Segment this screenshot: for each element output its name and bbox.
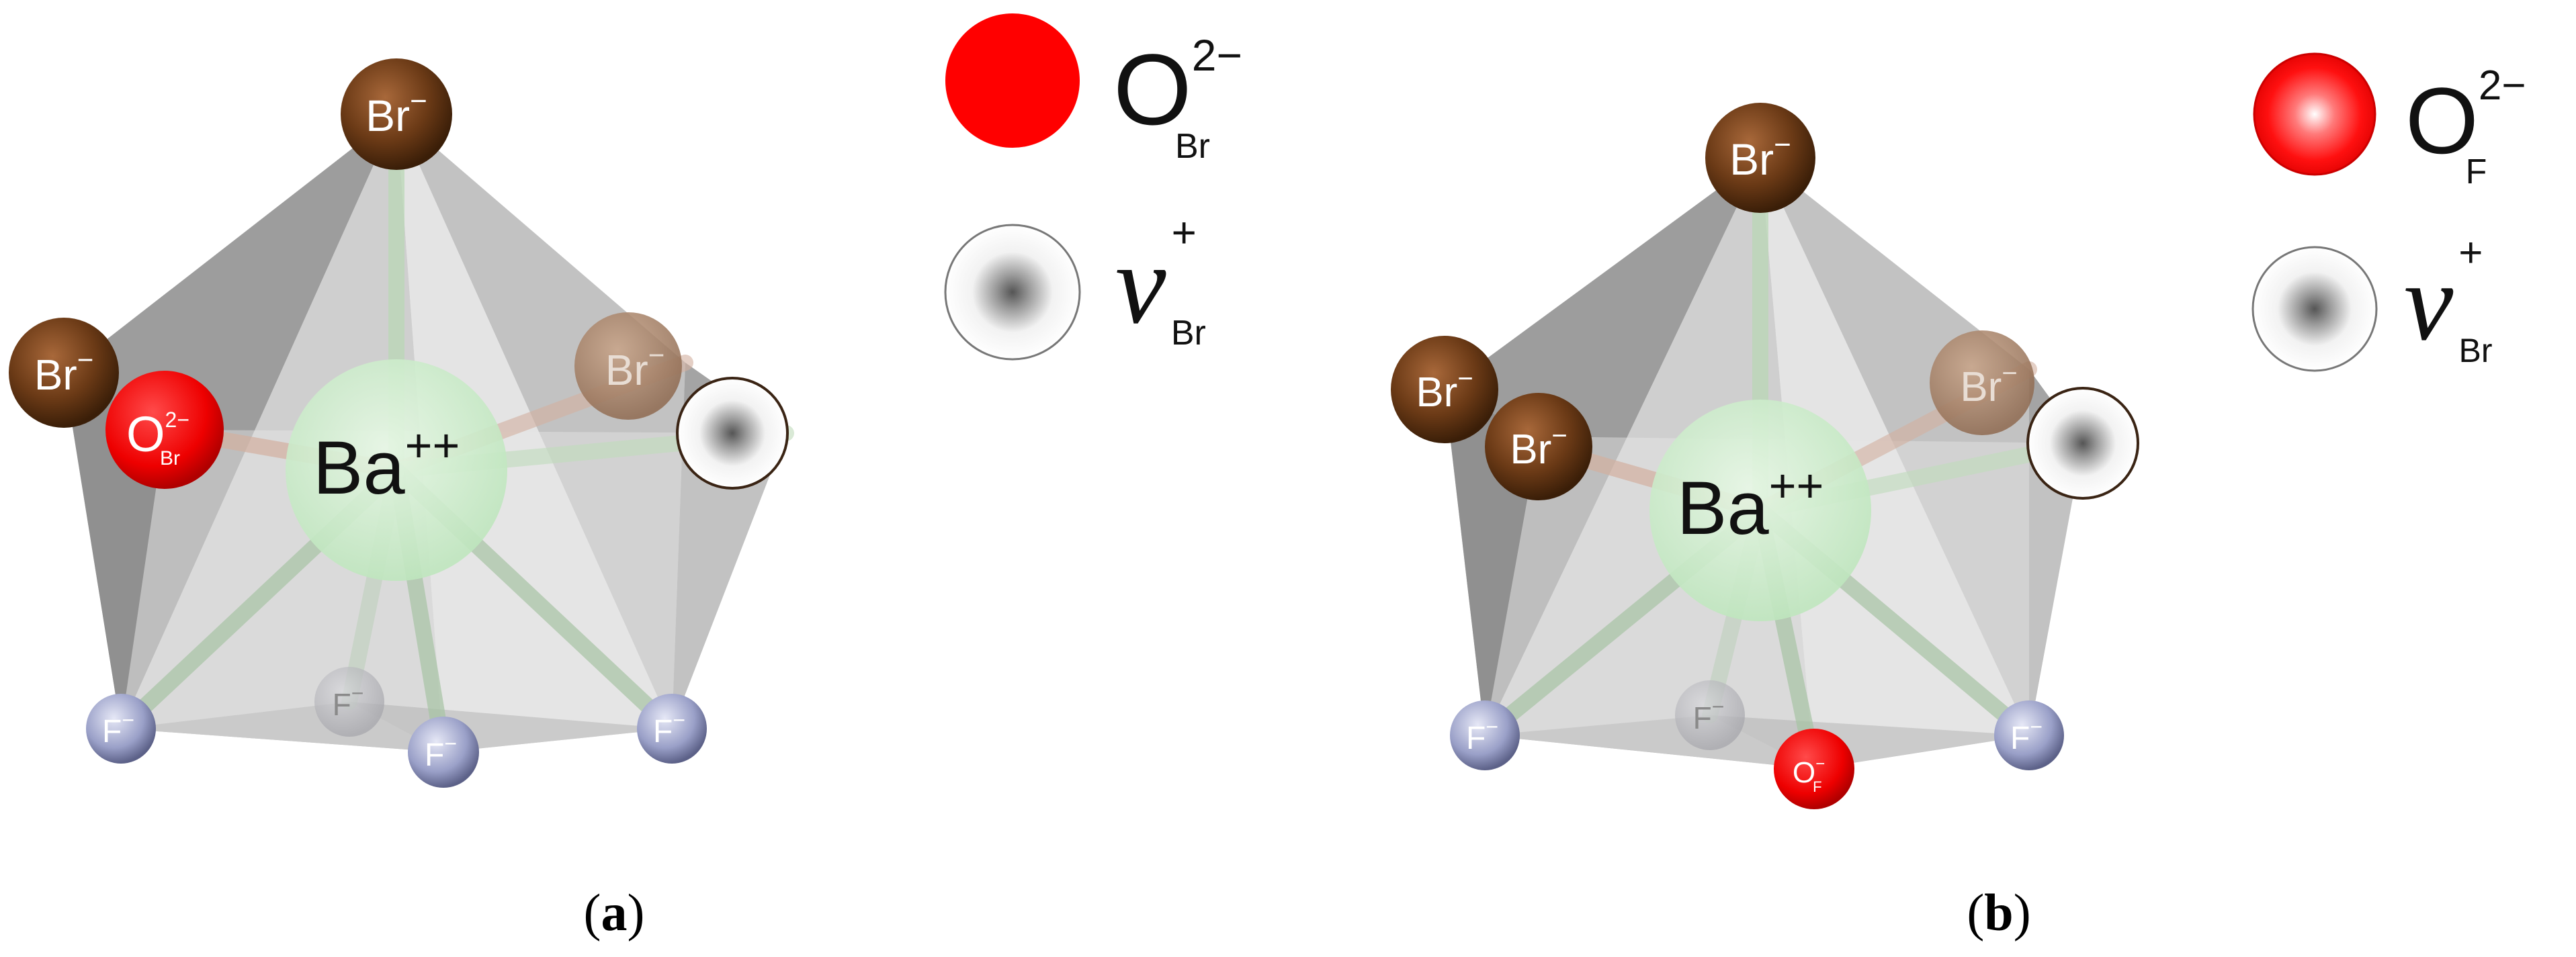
- f-atom-back-a: [314, 667, 384, 737]
- f-label-right-b: F−: [2010, 715, 2043, 756]
- legend-vacancy-swatch-a: [944, 224, 1081, 361]
- legend-b: O2−F v+Br: [2251, 52, 2526, 372]
- br-atom-back-a: [574, 312, 682, 420]
- legend-vacancy-swatch-b: [2251, 246, 2378, 372]
- f-label-left-b: F−: [1466, 715, 1498, 756]
- br-label-front-b: Br−: [1510, 421, 1567, 473]
- br-label-left-a: Br−: [34, 344, 94, 399]
- br-atom-top-b: [1705, 103, 1815, 213]
- f-label-back-a: F−: [333, 681, 364, 722]
- f-atom-left-b: [1450, 700, 1520, 770]
- legend-oxygen-label-a: O2−Br: [1113, 30, 1242, 166]
- f-atom-back-b: [1675, 680, 1745, 750]
- f-atom-front-a: [408, 717, 479, 788]
- f-label-front-a: F−: [425, 731, 457, 773]
- br-label-back-a: Br−: [605, 339, 665, 394]
- br-atom-back-b: [1930, 330, 2034, 435]
- caption-b: (b): [1967, 883, 2030, 942]
- f-label-right-a: F−: [653, 708, 685, 749]
- o-atom-a: [105, 371, 224, 489]
- br-atom-left-a: [9, 318, 119, 428]
- br-label-back-b: Br−: [1960, 359, 2017, 410]
- legend-vacancy-label-b: v+Br: [2404, 230, 2492, 369]
- o-atom-b: [1774, 729, 1854, 809]
- f-atom-right-b: [1994, 700, 2064, 770]
- f-atom-right-a: [637, 694, 707, 764]
- br-label-top-a: Br−: [366, 85, 427, 140]
- panel-b: Br− Br− Br− F− Ba++ Br− F− O−F: [1391, 52, 2526, 942]
- o-label-a: O2−Br: [126, 406, 189, 469]
- br-atom-top-a: [341, 58, 452, 170]
- legend-vacancy-label-a: v+Br: [1115, 208, 1206, 353]
- caption-a: (a): [584, 883, 645, 942]
- f-atom-left-a: [86, 694, 156, 764]
- br-label-top-b: Br−: [1729, 128, 1791, 184]
- f-label-left-a: F−: [102, 708, 134, 749]
- o-label-b: O−F: [1793, 755, 1825, 795]
- ba-atom-b: [1649, 400, 1871, 621]
- br-atom-left-b: [1391, 336, 1498, 443]
- legend-oxygen-label-b: O2−F: [2405, 62, 2526, 191]
- vacancy-atom-a: [676, 377, 789, 490]
- br-label-left-b: Br−: [1416, 364, 1473, 416]
- f-label-back-b: F−: [1693, 694, 1725, 735]
- ba-label-b: Ba++: [1677, 459, 1824, 550]
- legend-oxygen-swatch-b: [2253, 52, 2376, 176]
- br-atom-front-b: [1485, 393, 1592, 500]
- legend-a: O2−Br v+Br: [944, 13, 1242, 361]
- ba-atom-a: [286, 359, 507, 581]
- panel-a: Br− Br− Br− F− Ba++ O2−Br F− F−: [9, 13, 1242, 942]
- legend-oxygen-swatch-a: [945, 13, 1080, 148]
- ba-label-a: Ba++: [313, 419, 460, 510]
- vacancy-atom-b: [2026, 387, 2139, 500]
